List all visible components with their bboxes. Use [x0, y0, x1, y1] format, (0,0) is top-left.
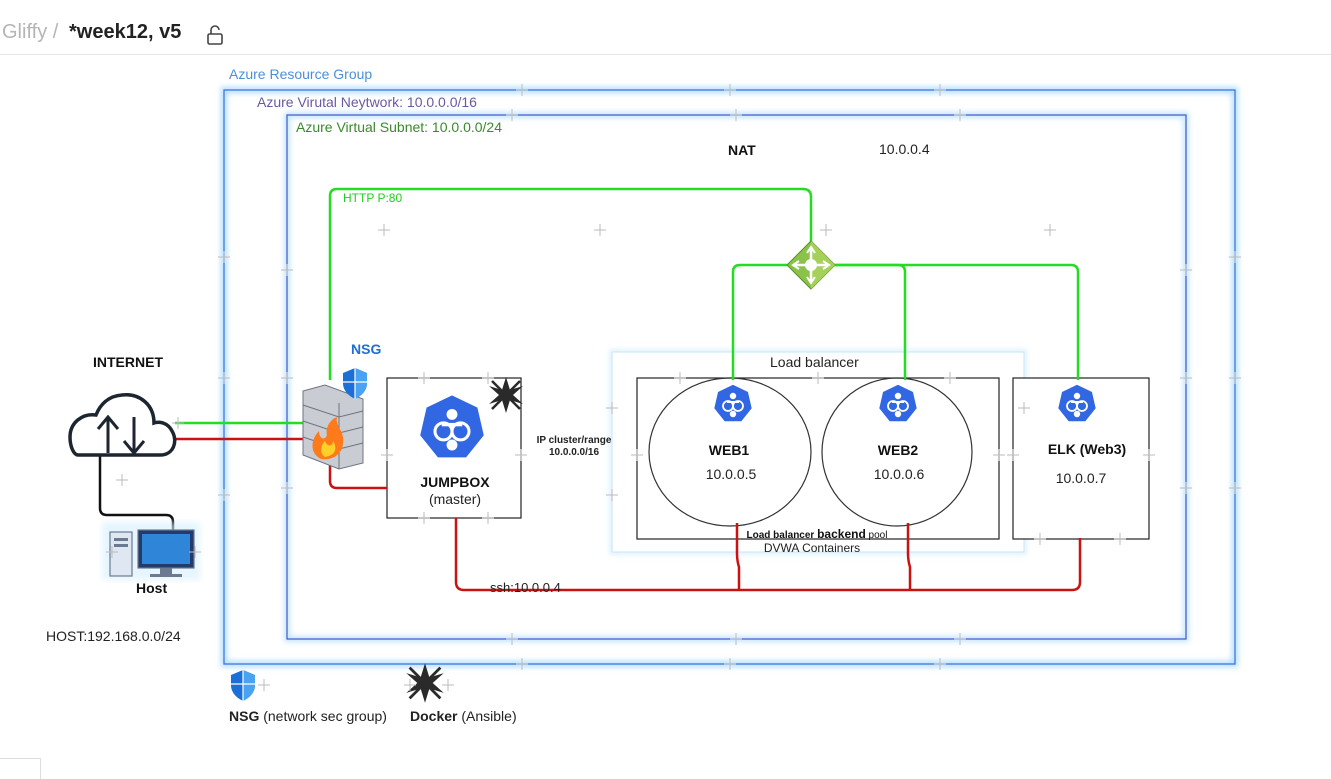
web2-node[interactable]: [821, 377, 973, 527]
load-balancer-label: Load balancer: [770, 354, 859, 370]
nat-ip: 10.0.0.4: [879, 141, 930, 157]
web1-name: WEB1: [709, 442, 750, 458]
vnet-label: Azure Virutal Neytwork: 10.0.0.0/16: [257, 94, 477, 110]
subnet-label: Azure Virtual Subnet: 10.0.0.0/24: [296, 119, 502, 135]
firewall-icon[interactable]: [302, 384, 364, 470]
jumpbox-role: (master): [429, 491, 481, 507]
resource-group-label: Azure Resource Group: [229, 66, 372, 82]
cloud-icon[interactable]: [68, 393, 177, 457]
breadcrumb[interactable]: Gliffy /: [2, 21, 58, 44]
web2-ip: 10.0.0.6: [874, 466, 925, 482]
top-bar: Gliffy / *week12, v5: [0, 0, 1331, 55]
internet-label: INTERNET: [93, 354, 163, 370]
web1-ip: 10.0.0.5: [706, 466, 757, 482]
http-label: HTTP P:80: [343, 191, 402, 205]
elk-name: ELK (Web3): [1048, 441, 1126, 457]
ip-cluster-label: IP cluster/range: [537, 435, 612, 446]
ip-cluster-range: 10.0.0.0/16: [549, 447, 599, 458]
backend-pool-label: Load balancer backend pool: [747, 527, 888, 541]
breadcrumb-root[interactable]: Gliffy: [2, 21, 48, 43]
lock-open-icon[interactable]: [206, 24, 224, 46]
web2-name: WEB2: [878, 442, 919, 458]
containers-label: DVWA Containers: [764, 541, 860, 555]
ssh-label: ssh:10.0.0.4: [490, 580, 561, 595]
load-balancer-icon[interactable]: [786, 240, 836, 290]
legend-nsg: NSG (network sec group): [229, 708, 387, 724]
ssh-links[interactable]: [175, 437, 1082, 592]
panel-expander-button[interactable]: [0, 758, 41, 779]
host-label: Host: [136, 580, 167, 596]
backend-pool-box[interactable]: [636, 377, 1000, 540]
document-title[interactable]: *week12, v5: [69, 21, 182, 43]
legend-docker: Docker (Ansible): [410, 708, 517, 724]
elk-ip: 10.0.0.7: [1056, 470, 1107, 486]
host-network-label: HOST:192.168.0.0/24: [46, 628, 181, 644]
host-computer-icon[interactable]: [102, 522, 200, 580]
web1-node[interactable]: [648, 377, 812, 527]
legend-docker-star-icon: [404, 661, 446, 705]
nsg-label: NSG: [351, 341, 381, 357]
host-link[interactable]: [98, 455, 175, 532]
breadcrumb-separator: /: [52, 21, 59, 43]
legend-nsg-shield-icon: [230, 669, 256, 702]
diagram-canvas[interactable]: Azure Resource Group Azure Virutal Neytw…: [0, 55, 1331, 778]
nat-label: NAT: [728, 142, 756, 158]
jumpbox-name: JUMPBOX: [420, 474, 490, 490]
